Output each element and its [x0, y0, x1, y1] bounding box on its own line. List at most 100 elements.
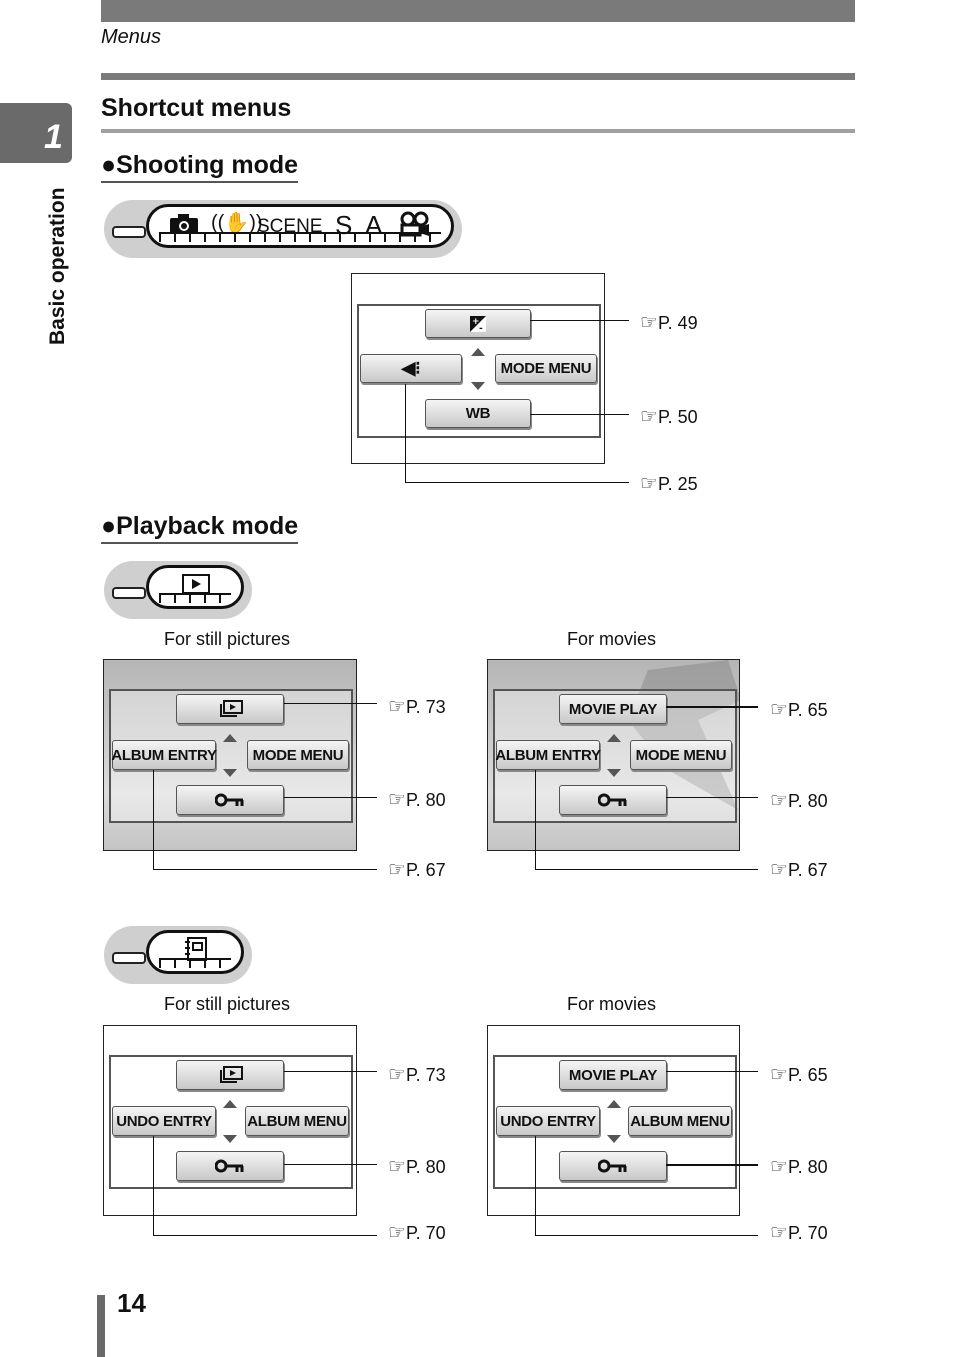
leader-line — [153, 770, 154, 870]
movie-play-button[interactable]: MOVIE PLAY — [559, 1060, 667, 1090]
dial-ring — [146, 930, 244, 974]
shooting-shortcut-screen: +- ◀⁝ MODE MENU WB — [351, 273, 605, 464]
leader-line — [284, 703, 377, 704]
leader-line — [535, 869, 758, 870]
dial-pointer — [112, 226, 146, 238]
playback-still-screen: ALBUM ENTRY MODE MENU — [103, 659, 357, 851]
pointing-hand-icon: ☞ — [770, 1156, 788, 1178]
page-ref: ☞P. 67 — [388, 859, 446, 881]
caption-movies: For movies — [567, 994, 657, 1014]
key-icon — [598, 793, 627, 807]
page-number: 14 — [117, 1288, 146, 1318]
leader-line — [153, 869, 377, 870]
movie-play-button[interactable]: MOVIE PLAY — [559, 694, 667, 724]
album-menu-button[interactable]: ALBUM MENU — [245, 1106, 349, 1136]
chapter-tab — [0, 103, 72, 163]
dial-ring: ((✋)) SCENE S A — [146, 204, 454, 248]
playback-heading: ●Playback mode — [101, 512, 299, 544]
svg-text:+: + — [472, 317, 479, 327]
slideshow-icon — [220, 700, 243, 717]
exposure-compensation-button[interactable]: +- — [425, 309, 531, 338]
leader-line — [666, 1071, 758, 1072]
pointing-hand-icon: ☞ — [640, 312, 658, 334]
leader-line — [666, 706, 758, 708]
mode-menu-button[interactable]: MODE MENU — [247, 740, 349, 770]
arrow-down-icon — [223, 1135, 237, 1143]
undo-entry-button[interactable]: UNDO ENTRY — [496, 1106, 600, 1136]
caption-still: For still pictures — [164, 994, 291, 1014]
page-ref: ☞P. 25 — [640, 473, 698, 495]
pointing-hand-icon: ☞ — [388, 1064, 406, 1086]
dial-ticks — [159, 958, 231, 968]
page-ref: ☞P. 70 — [388, 1222, 446, 1244]
wb-button[interactable]: WB — [425, 399, 531, 428]
mode-menu-button[interactable]: MODE MENU — [630, 740, 732, 770]
section-rule — [101, 129, 855, 133]
key-icon — [215, 793, 244, 807]
mode-dial-album — [104, 926, 252, 984]
arrow-down-icon — [223, 769, 237, 777]
bullet-icon: ● — [101, 512, 117, 540]
slideshow-button[interactable] — [176, 694, 284, 724]
album-entry-button[interactable]: ALBUM ENTRY — [111, 740, 217, 770]
leader-line — [284, 797, 377, 798]
arrow-up-icon — [607, 1100, 621, 1108]
protect-button[interactable] — [176, 785, 284, 815]
protect-button[interactable] — [559, 1151, 667, 1181]
undo-entry-button[interactable]: UNDO ENTRY — [112, 1106, 216, 1136]
leader-line — [405, 384, 406, 483]
pointing-hand-icon: ☞ — [388, 789, 406, 811]
key-icon — [215, 1159, 244, 1173]
slideshow-button[interactable] — [176, 1060, 284, 1090]
leader-line — [153, 1235, 377, 1236]
album-still-screen: UNDO ENTRY ALBUM MENU — [103, 1025, 357, 1216]
arrow-up-icon — [223, 1100, 237, 1108]
leader-line — [535, 1136, 536, 1236]
page-ref: ☞P. 70 — [770, 1222, 828, 1244]
flash-mode-button[interactable]: ◀⁝ — [360, 354, 462, 383]
pointing-hand-icon: ☞ — [770, 1064, 788, 1086]
playback-movie-screen: MOVIE PLAY ALBUM ENTRY MODE MENU — [487, 659, 740, 851]
caption-still: For still pictures — [164, 629, 291, 649]
pointing-hand-icon: ☞ — [388, 1156, 406, 1178]
mode-dial-shooting: ((✋)) SCENE S A — [104, 200, 462, 258]
mode-dial-playback — [104, 561, 252, 619]
pointing-hand-icon: ☞ — [388, 696, 406, 718]
chapter-number: 1 — [44, 118, 63, 156]
pointing-hand-icon: ☞ — [640, 473, 658, 495]
leader-line — [530, 414, 629, 415]
page-ref: ☞P. 67 — [770, 859, 828, 881]
key-icon — [598, 1159, 627, 1173]
running-header: Menus — [101, 26, 162, 48]
protect-button[interactable] — [559, 785, 667, 815]
page-ref: ☞P. 80 — [388, 1156, 446, 1178]
page-ref: ☞P. 50 — [640, 406, 698, 428]
pointing-hand-icon: ☞ — [388, 1222, 406, 1244]
leader-line — [666, 797, 758, 798]
header-rule — [101, 73, 855, 80]
leader-line — [535, 770, 536, 870]
shooting-heading: ●Shooting mode — [101, 151, 299, 183]
leader-line — [153, 1136, 154, 1236]
leader-line — [284, 1071, 377, 1072]
chapter-title: Basic operation — [46, 187, 69, 345]
album-entry-button[interactable]: ALBUM ENTRY — [495, 740, 601, 770]
album-menu-button[interactable]: ALBUM MENU — [628, 1106, 732, 1136]
dial-ring — [146, 565, 244, 609]
page-ref: ☞P. 80 — [770, 790, 828, 812]
arrow-down-icon — [471, 382, 485, 390]
arrow-down-icon — [607, 1135, 621, 1143]
pointing-hand-icon: ☞ — [388, 859, 406, 881]
page-ref: ☞P. 73 — [388, 696, 446, 718]
section-title: Shortcut menus — [101, 94, 292, 122]
leader-line — [284, 1164, 377, 1165]
pointing-hand-icon: ☞ — [770, 699, 788, 721]
header-bar — [101, 0, 855, 22]
protect-button[interactable] — [176, 1151, 284, 1181]
dial-pointer — [112, 587, 146, 599]
anti-shake-icon: ((✋)) — [211, 212, 263, 234]
svg-text:-: - — [479, 324, 483, 333]
page-ref: ☞P. 65 — [770, 699, 828, 721]
mode-menu-button[interactable]: MODE MENU — [495, 354, 597, 383]
page-ref: ☞P. 80 — [388, 789, 446, 811]
